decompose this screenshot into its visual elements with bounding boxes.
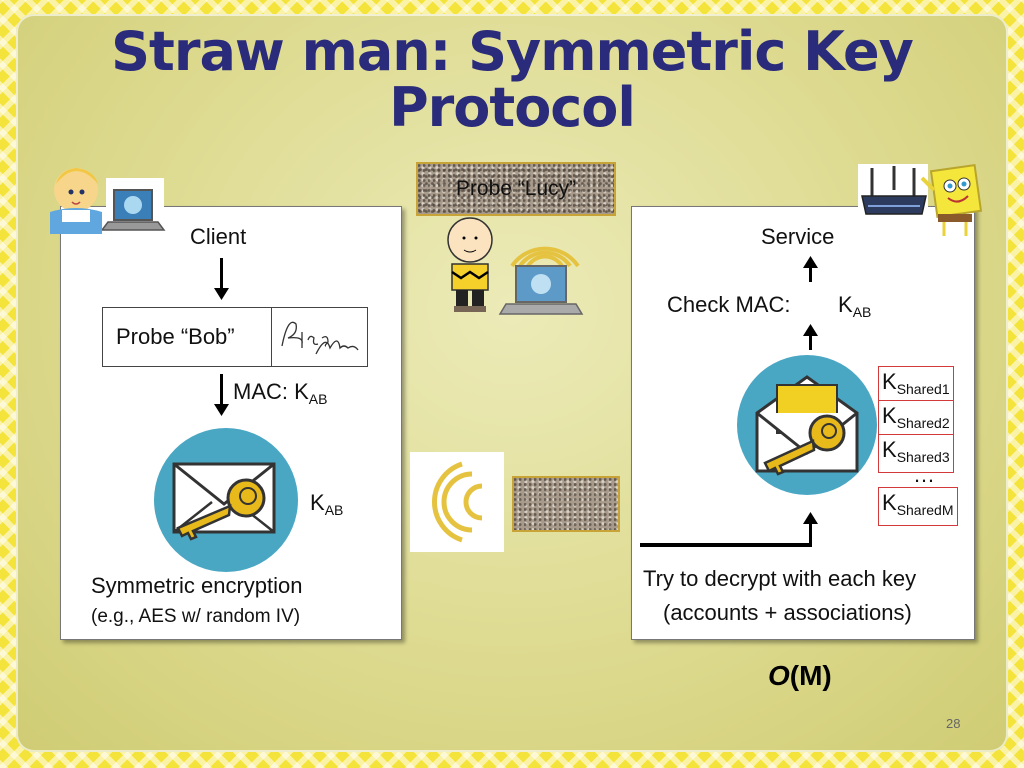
- check-up-arrowhead: [803, 324, 818, 336]
- alice-bob-signature-icon: [281, 321, 359, 355]
- incoming-up-arrowhead: [803, 512, 818, 524]
- shared-key-m: KSharedM: [878, 487, 958, 526]
- service-up-arrowhead: [803, 256, 818, 268]
- encrypted-envelope-icon: [154, 428, 298, 572]
- probe-bob-label: Probe “Bob”: [116, 324, 235, 349]
- shared-keys-ellipsis: …: [913, 462, 935, 487]
- client-label: Client: [190, 224, 247, 249]
- noise-probe-box: [512, 476, 620, 532]
- mac-down-arrow: [220, 374, 223, 408]
- shared-key-3: KShared3: [878, 434, 954, 473]
- complexity-label: O(M): [768, 660, 832, 691]
- alice-laptop-icon: [50, 168, 166, 236]
- client-down-arrow: [220, 258, 223, 292]
- shared-key-1: KShared1: [878, 366, 954, 405]
- symmetric-encryption-label: Symmetric encryption: [91, 573, 303, 598]
- client-down-arrowhead: [214, 288, 229, 300]
- aes-detail-label: (e.g., AES w/ random IV): [91, 606, 301, 627]
- probe-lucy-box: Probe “Lucy”: [416, 162, 616, 216]
- accounts-associations-label: (accounts + associations): [663, 600, 912, 625]
- shared-key-2: KShared2: [878, 400, 954, 439]
- wireless-signal-icon: [410, 452, 504, 552]
- router-spongebob-icon: [858, 164, 983, 236]
- incoming-horizontal-line: [640, 543, 812, 547]
- service-label: Service: [761, 224, 835, 249]
- probe-bob-divider: [271, 307, 272, 366]
- check-up-arrow: [809, 336, 812, 350]
- try-decrypt-label: Try to decrypt with each key: [643, 566, 917, 591]
- opened-envelope-icon: [737, 355, 877, 495]
- mac-down-arrowhead: [214, 404, 229, 416]
- mac-label: MAC: KAB: [233, 379, 328, 407]
- page-number: 28: [946, 716, 961, 731]
- slide-title: Straw man: Symmetric Key Protocol: [111, 20, 914, 139]
- check-mac-label: Check MAC:: [667, 292, 791, 317]
- incoming-vertical-line: [809, 524, 812, 546]
- service-up-arrow: [809, 268, 812, 282]
- left-key-label: KAB: [310, 490, 344, 518]
- check-mac-key: KAB: [838, 292, 872, 320]
- charlie-brown-laptop-icon: [447, 217, 584, 315]
